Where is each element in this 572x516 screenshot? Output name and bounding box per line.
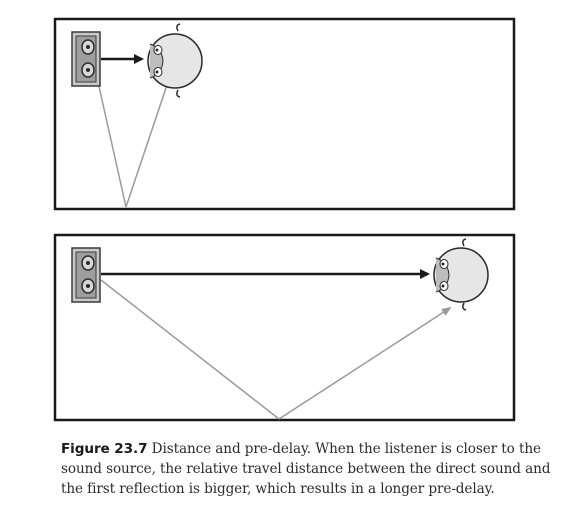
- listener-head-icon: [433, 238, 489, 311]
- figure-caption: Figure 23.7 Distance and pre-delay. When…: [61, 439, 553, 499]
- figure-caption-text: Distance and pre-delay. When the listene…: [61, 441, 551, 497]
- reflection-incident-ray: [100, 279, 280, 420]
- listener-head-icon: [147, 23, 203, 98]
- reflection-reflected-ray: [125, 74, 172, 208]
- first-reflection-path: [97, 74, 172, 208]
- room-outline: [53, 17, 516, 211]
- reflection-incident-ray: [97, 81, 127, 208]
- room-panel-far: [53, 233, 516, 422]
- figure-diagram: [53, 17, 516, 422]
- reflection-reflected-ray: [278, 306, 452, 420]
- room-panel-near: [53, 17, 516, 211]
- figure-label: Figure 23.7: [61, 441, 148, 457]
- speaker-icon: [71, 247, 101, 303]
- speaker-icon: [71, 31, 101, 87]
- first-reflection-path: [100, 279, 452, 420]
